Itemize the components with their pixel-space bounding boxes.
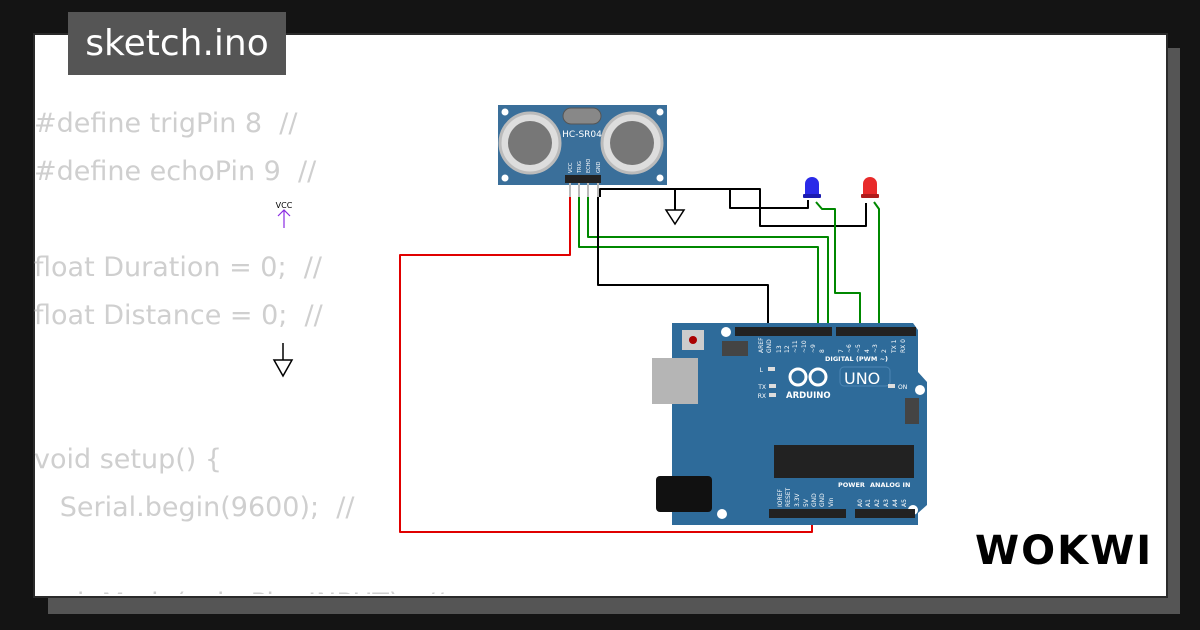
led-label-tx: TX (757, 384, 766, 391)
digital-pin-label: ~9 (810, 344, 817, 353)
file-title: sketch.ino (68, 12, 286, 75)
code-line: #define trigPin 8 // (34, 108, 298, 139)
vcc-symbol-icon (277, 209, 291, 228)
wire-vcc (399, 197, 813, 533)
digital-pin-label: 13 (776, 345, 783, 353)
power-pin-label: GND (819, 493, 826, 507)
sensor-pin-label: TRIG (577, 161, 583, 174)
sensor-pin-label: VCC (568, 162, 574, 173)
power-label: POWER (838, 481, 865, 489)
microcontroller-chip (774, 445, 914, 478)
ground-symbol-icon (272, 343, 294, 378)
sensor-label: HC-SR04 (562, 130, 602, 140)
led-label-l: L (760, 367, 764, 374)
on-label: ON (898, 384, 907, 391)
digital-pin-label: 4 (864, 349, 871, 353)
ground-symbol-icon (664, 209, 686, 226)
digital-pin-label: ~3 (872, 344, 879, 353)
code-line: void setup() { (34, 444, 223, 475)
digital-pin-label: 7 (838, 349, 845, 353)
digital-pin-label: AREF (758, 337, 765, 353)
sensor-pin-label: ECHO (586, 159, 592, 173)
power-pin-label: 3.3V (794, 492, 801, 507)
analog-pin-label: A5 (901, 499, 908, 507)
led-red[interactable] (861, 177, 879, 198)
digital-pin-label: ~11 (792, 340, 799, 353)
power-jack (656, 476, 712, 512)
wire-trig (578, 197, 819, 333)
analog-label: ANALOG IN (870, 481, 910, 489)
wire-red-led-anode (873, 201, 880, 333)
wire-gnd (597, 197, 769, 333)
digital-pin-label: 12 (784, 345, 791, 353)
analog-pin-label: A4 (892, 499, 899, 507)
arduino-logo (788, 367, 828, 387)
code-line: Serial.begin(9600); // (34, 492, 355, 523)
analog-pin-label: A3 (883, 499, 890, 507)
arduino-wordmark: ARDUINO (786, 391, 831, 401)
sensor-pin-label: GND (596, 161, 602, 173)
code-line: float Duration = 0; // (34, 252, 322, 283)
power-pin-label: GND (811, 493, 818, 507)
digital-pin-label: 2 (881, 349, 888, 353)
power-pin-label: Vin (828, 497, 835, 507)
analog-pin-label: A1 (865, 499, 872, 507)
power-pin-label: IOREF (777, 489, 784, 507)
vcc-label: VCC (276, 201, 293, 210)
code-line: float Distance = 0; // (34, 300, 323, 331)
digital-pin-label: GND (766, 339, 773, 353)
power-pin-label: 5V (803, 498, 810, 507)
digital-pin-label: ~5 (855, 344, 862, 353)
model-label: UNO (844, 369, 880, 388)
wire-gnd-blue-led (729, 189, 809, 209)
analog-pin-label: A2 (874, 499, 881, 507)
digital-pin-label: 8 (819, 349, 826, 353)
digital-pin-label: TX 1 (891, 339, 898, 354)
digital-label: DIGITAL (PWM ~) (825, 355, 888, 363)
led-blue[interactable] (803, 177, 821, 198)
code-line: #define echoPin 9 // (34, 156, 317, 187)
wire-blue-led-anode (815, 201, 861, 333)
analog-pin-label: A0 (857, 499, 864, 507)
code-preview: #define trigPin 8 // #define echoPin 9 //… (34, 100, 444, 594)
digital-pin-label: ~10 (801, 340, 808, 353)
led-label-rx: RX (758, 393, 766, 400)
code-line: pinMode(echoPin, INPUT); // (34, 580, 444, 594)
wokwi-logo: WOKWI (975, 528, 1154, 574)
power-pin-label: RESET (785, 487, 792, 507)
wire-echo (587, 197, 829, 333)
usb-port (652, 358, 698, 404)
digital-pin-label: ~6 (846, 344, 853, 353)
digital-pin-label: RX 0 (900, 339, 907, 353)
reset-button[interactable] (689, 336, 697, 344)
